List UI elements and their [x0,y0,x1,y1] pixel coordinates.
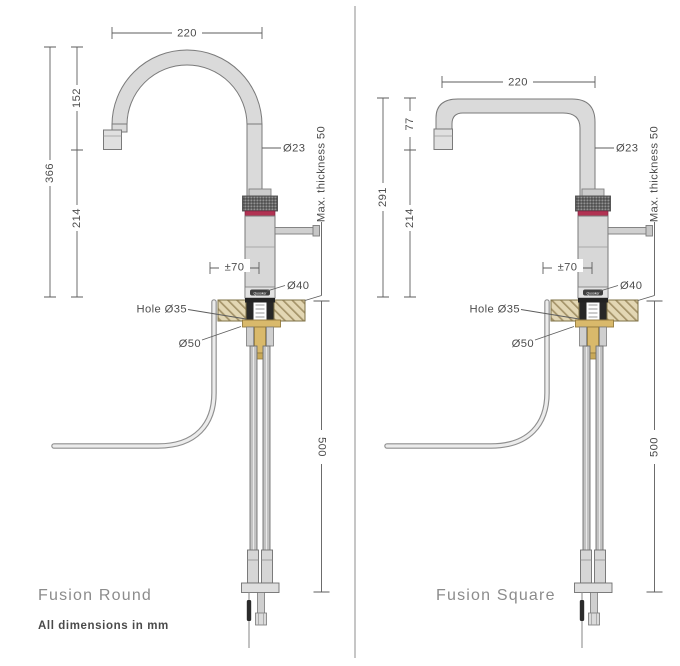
dim-square-hole-diameter: Hole Ø35 [470,304,520,316]
dim-square-body-height: 214 [404,208,416,228]
fusion-round-drawing: 220 152 366 214 Ø23 Max. thickness 50 ±7… [38,27,330,648]
dim-round-base-diameter: Ø40 [287,280,309,292]
fusion-round-title: Fusion Round [38,587,152,604]
dimension-lines-round [44,27,263,298]
dim-square-max-thickness: Max. thickness 50 [649,126,661,222]
round-spout-arc [111,49,263,126]
dim-square-base-diameter: Ø40 [620,280,642,292]
dim-square-spout-diameter: Ø23 [616,143,638,155]
dim-round-total-height: 366 [44,163,56,183]
dim-square-flange-diameter: Ø50 [512,338,534,350]
dim-square-total-height: 291 [377,187,389,207]
dim-square-spout-width: 220 [508,77,528,89]
dim-round-max-thickness: Max. thickness 50 [316,126,328,222]
fusion-square-drawing: 220 77 291 214 Ø23 Max. thickness 50 ±70… [377,76,663,648]
dim-round-handle-clearance: ±70 [225,262,245,274]
dim-round-spout-drop: 152 [71,88,83,108]
dim-square-handle-clearance: ±70 [558,262,578,274]
round-spout-nozzle [103,129,122,150]
dimensions-note: All dimensions in mm [38,620,169,632]
dim-round-body-height: 214 [71,208,83,228]
dimension-lines-square [377,76,596,298]
square-spout-nozzle [433,128,453,150]
square-spout [435,98,596,198]
dim-round-under-counter-depth: 500 [316,437,328,457]
dim-square-spout-drop: 77 [404,117,416,130]
fusion-square-title: Fusion Square [436,587,556,604]
dim-round-hole-diameter: Hole Ø35 [137,304,187,316]
dim-round-spout-diameter: Ø23 [283,143,305,155]
dim-square-under-counter-depth: 500 [649,437,661,457]
round-spout-riser [246,123,263,198]
dim-round-spout-width: 220 [177,28,197,40]
dim-round-flange-diameter: Ø50 [179,338,201,350]
